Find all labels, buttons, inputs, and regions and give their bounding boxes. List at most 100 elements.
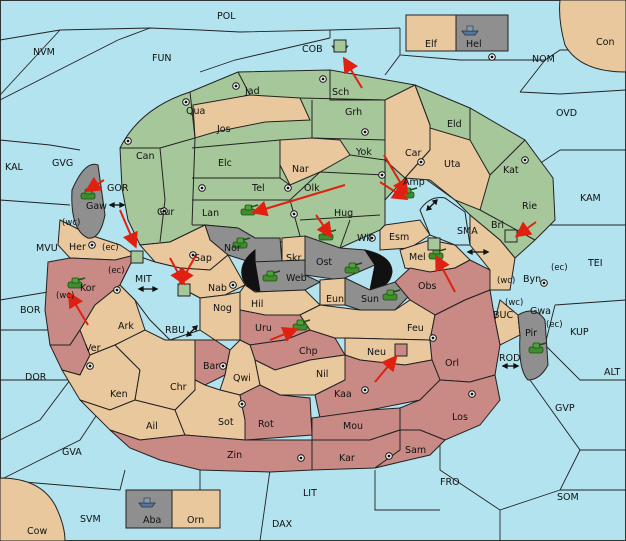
label-buc: BUC [493,310,513,321]
province-nog[interactable] [199,291,241,341]
label-gvp: GVP [555,403,575,414]
label-cob: COB [302,44,323,55]
label-ovd: OVD [556,108,577,119]
unit-rbu[interactable] [177,283,191,297]
label-nab: Nab [208,283,227,294]
label-esm: Esm [389,232,409,243]
label-kup: KUP [570,327,589,338]
label-pir: Pir [525,328,537,339]
label-eld: Eld [447,119,462,130]
label-eun: Eun [326,294,344,305]
label-con: Con [596,37,614,48]
label-rbu: RBU [165,325,185,336]
label-ver: Ver [85,343,101,354]
coast-markers: (wc) (ec) (ec) (wc) (wc) (ec) (wc) (ec) [56,218,568,330]
label-som: SOM [557,492,579,503]
label-cow: Cow [27,526,47,537]
label-uta: Uta [444,159,461,170]
label-jad: Jad [244,86,260,97]
sea-sma[interactable] [419,197,471,246]
label-fro: FRO [440,477,460,488]
label-gor: GOR [107,183,129,194]
unit-cob[interactable] [333,39,347,53]
label-ark: Ark [118,321,134,332]
province-aba[interactable] [125,489,173,529]
label-alt: ALT [604,367,620,378]
label-kor: Kor [80,283,96,294]
label-chr: Chr [170,382,187,393]
label-byn: Byn [523,274,541,285]
label-mvu: MVU [36,243,58,254]
province-con[interactable] [559,0,626,73]
province-orn[interactable] [171,489,221,529]
coast-ec-gwa: (ec) [546,320,563,330]
label-sam: Sam [405,445,426,456]
label-uru: Uru [255,323,272,334]
label-lan: Lan [202,208,219,219]
label-tei: TEI [587,258,603,269]
label-ail: Ail [146,421,158,432]
label-zin: Zin [227,450,242,461]
coast-wc-gwa: (wc) [505,298,523,308]
label-olk: Olk [304,183,320,194]
label-qwi: Qwi [233,373,251,384]
province-elf[interactable] [405,14,457,52]
label-elf: Elf [425,39,438,50]
label-nar: Nar [292,164,309,175]
label-yok: Yok [355,147,372,158]
label-qua: Qua [186,106,205,117]
label-dax: DAX [272,519,293,530]
label-nor: Nor [224,243,241,254]
label-car: Car [405,148,421,159]
coast-ec-byn: (ec) [551,263,568,273]
province-rot[interactable] [239,384,313,441]
label-web: Web [286,273,307,284]
province-byn[interactable] [469,213,516,291]
label-rie: Rie [522,201,537,212]
label-gvg: GVG [52,158,73,169]
unit-mel[interactable] [427,237,441,251]
coast-ec-her: (ec) [102,243,119,253]
label-kam: KAM [580,193,601,204]
label-nom: NOM [532,54,555,65]
label-sap: Sap [194,253,212,264]
label-ken: Ken [110,389,128,400]
province-sam[interactable] [374,429,446,469]
label-bri: Bri [491,220,504,231]
label-wil: Wil [357,233,371,244]
unit-mit[interactable] [130,250,144,264]
label-nil: Nil [316,369,328,380]
label-gwa: Gwa [530,306,551,317]
label-neu: Neu [367,347,386,358]
label-aba: Aba [143,515,161,526]
label-dor: DOR [25,372,47,383]
label-sch: Sch [332,87,349,98]
label-amp: Amp [403,177,425,188]
label-obs: Obs [418,281,437,292]
province-sun[interactable] [344,277,411,311]
label-mou: Mou [343,421,363,432]
label-her: Her [69,242,86,253]
province-jos[interactable] [192,94,311,139]
label-ost: Ost [316,257,332,268]
label-lit: LIT [303,488,317,499]
province-gwa[interactable] [494,299,521,346]
units [67,25,547,508]
unit-rie[interactable] [504,229,518,243]
province-cow[interactable] [0,477,66,541]
label-gva: GVA [62,447,82,458]
label-orl: Orl [445,358,459,369]
label-hug: Hug [334,208,353,219]
label-nvm: NVM [33,47,55,58]
label-sot: Sot [218,417,234,428]
coast-wc-gaw: (wc) [62,218,80,228]
label-kaa: Kaa [334,389,352,400]
label-chp: Chp [299,346,318,357]
label-los: Los [452,412,468,423]
coast-wc-byn: (wc) [497,276,515,286]
unit-neu[interactable] [394,343,408,357]
label-mel: Mel [409,252,426,263]
label-kat: Kat [503,165,519,176]
